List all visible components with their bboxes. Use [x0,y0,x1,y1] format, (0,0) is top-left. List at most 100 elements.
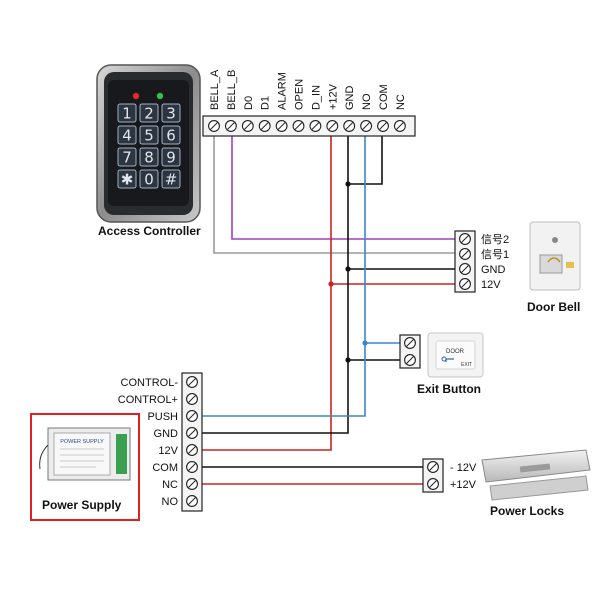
controller-terminal-label: +12V [327,83,339,110]
wire-bell-b [231,126,465,240]
keypad-key: 6 [161,125,181,145]
keypad-key-label: 9 [166,149,176,167]
terminal-screw [459,233,471,245]
keypad-key-label: 7 [122,149,132,167]
power-supply-terminal-label: PUSH [147,411,178,423]
access-controller-caption: Access Controller [98,224,201,238]
power-supply-terminal-label: NC [162,479,178,491]
door-bell-caption: Door Bell [527,300,580,314]
terminal-screw [208,120,220,132]
controller-terminal-label: D0 [243,96,255,110]
keypad-key: 3 [161,103,181,123]
door-bell-terminal-label: 12V [481,279,501,291]
wires [192,126,465,485]
keypad-key-label: 3 [166,105,176,123]
power-supply-terminal-label: CONTROL- [121,377,179,389]
controller-terminal-label: D1 [260,96,272,110]
power-supply-caption: Power Supply [42,498,122,512]
terminal-screw [186,444,198,456]
terminal-screw [258,120,271,132]
exit-face-top: DOOR [446,349,465,355]
terminal-screw [275,120,288,132]
door-bell-device [529,221,581,291]
power-supply-terminal-label: 12V [158,445,178,457]
controller-terminal-label: D_IN [310,85,322,110]
door-bell-terminal-label: GND [481,264,506,276]
terminal-screw [427,478,439,490]
power-locks-terminal-label: - 12V [450,462,477,474]
exit-button-device: DOOR EXIT [427,332,484,378]
terminal-screw [459,248,471,260]
keypad-key: 9 [161,147,181,167]
keypad-key: 0 [139,169,159,189]
controller-terminal-label: ALARM [277,72,289,110]
power-supply-terminal-label: GND [154,428,179,440]
terminal-screw [404,354,416,366]
keypad-key: 2 [139,103,159,123]
wire-com-gnd [348,126,383,185]
led-red-icon [132,92,140,100]
exit-face-bottom: EXIT [461,362,472,368]
keypad-key: 1 [117,103,137,123]
power-locks-terminal-label: +12V [450,479,477,491]
keypad-key: 4 [117,125,137,145]
power-supply-terminal-label: CONTROL+ [118,394,178,406]
keypad-key: 5 [139,125,159,145]
terminal-screw [186,410,198,422]
wire-12v [192,126,332,451]
terminal-screw [404,337,416,349]
terminal-screw [459,278,471,290]
controller-terminal-label: NC [395,94,407,110]
keypad-key-label: # [165,171,178,189]
controller-terminal-label: GND [344,86,356,111]
terminal-screw [186,478,198,490]
terminal-screw [377,120,389,132]
keypad-key: 7 [117,147,137,167]
power-supply-terminal-label: NO [162,496,179,508]
controller-terminal-label: COM [378,84,390,110]
exit-button-caption: Exit Button [417,382,481,396]
keypad-key: # [161,169,181,189]
controller-terminal-label: BELL_B [226,70,238,110]
keypad-key-label: 8 [144,149,154,167]
terminal-screw [309,120,322,132]
wire-bell-a [213,126,465,254]
power-supply-highlight [30,413,140,521]
terminal-screw [186,461,198,473]
wire-no [192,126,366,417]
controller-terminal-label: OPEN [294,79,306,110]
terminal-screw [292,120,305,132]
keypad-key-label: 4 [122,127,132,145]
exit-button-terminal-block [399,334,421,369]
terminal-screw [186,427,198,439]
terminal-screw [224,120,237,132]
terminal-screw [241,120,254,132]
keypad-key-label: ✱ [121,171,134,189]
keypad-key: ✱ [117,169,137,189]
junctions [328,181,368,363]
keypad-key-label: 1 [122,105,132,123]
keypad-key-label: 2 [144,105,154,123]
power-locks-terminal-block: - 12V +12V [422,458,477,493]
keypad-key: 8 [139,147,159,167]
power-lock-device [481,449,591,501]
controller-terminal-label: NO [361,93,373,110]
terminal-screw [459,263,471,275]
terminal-screw [360,120,373,132]
terminal-screw [393,120,406,132]
terminal-screw [186,376,198,388]
keypad-key-label: 5 [144,127,154,145]
door-bell-terminal-label: 信号2 [481,233,509,246]
keypad-key-label: 6 [166,127,176,145]
wire-gnd [192,126,349,434]
terminal-screw [186,495,198,507]
power-supply-device: POWER SUPPLY [39,427,131,481]
keypad-key-label: 0 [144,171,154,189]
led-green-icon [156,92,164,100]
